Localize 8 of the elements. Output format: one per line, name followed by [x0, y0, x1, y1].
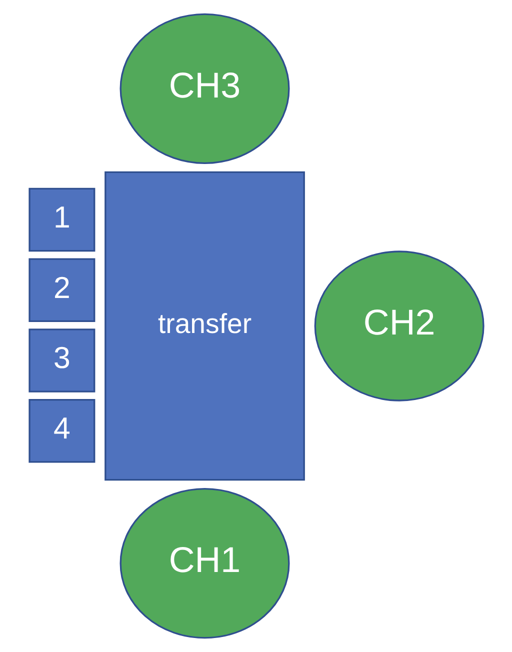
node-box: 4 [28, 399, 95, 463]
node-ellipse: CH3 [119, 13, 290, 164]
node-ellipse: CH1 [119, 488, 290, 639]
node-box: 1 [28, 188, 95, 252]
node-box: transfer [104, 171, 304, 481]
node-box: 3 [28, 328, 95, 392]
node-box: 2 [28, 258, 95, 322]
node-ellipse: CH2 [314, 250, 484, 402]
